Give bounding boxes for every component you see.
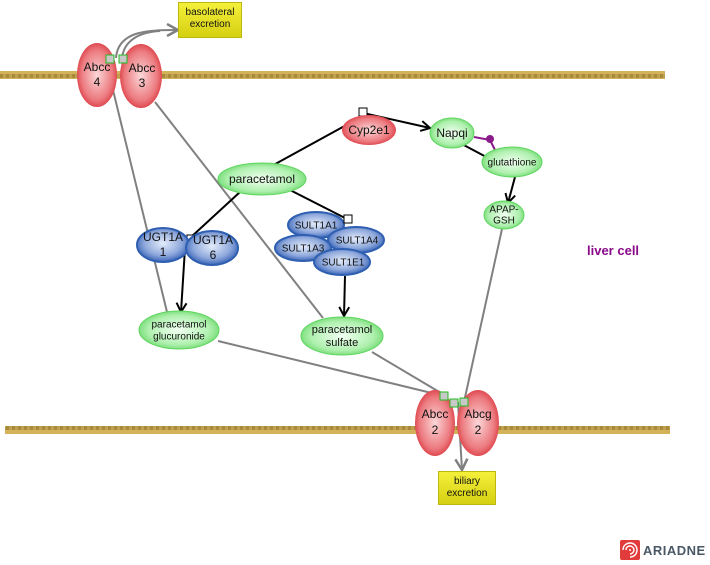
apap-gsh-label-1: APAP- xyxy=(489,205,518,216)
ariadne-logo-text: ARIADNE xyxy=(643,542,706,558)
reaction-node-cyp2e1[interactable] xyxy=(358,107,368,117)
sulfate-label-1: paracetamol xyxy=(312,324,373,336)
metabolite-napqi[interactable]: Napqi xyxy=(429,117,475,149)
edge-glutathione-apapgsh xyxy=(508,176,516,203)
edge-basolateral-excretion-2 xyxy=(121,30,161,59)
edge-ugt-glucuronide xyxy=(181,247,185,312)
glucuronide-label-2: glucuronide xyxy=(153,332,205,343)
transporter-abcc4[interactable]: Abcc 4 xyxy=(77,43,117,107)
enzyme-sult1e1[interactable]: SULT1E1 xyxy=(313,248,371,276)
sult1a1-label: SULT1A1 xyxy=(295,221,338,232)
edge-sult-sulfate xyxy=(344,275,345,316)
transport-node-abcc4[interactable] xyxy=(105,54,115,64)
enzyme-ugt1a1[interactable]: UGT1A 1 xyxy=(136,227,190,263)
basolateral-excretion-box[interactable]: basolateral excretion xyxy=(178,2,242,38)
ugt1a6-label-1: UGT1A xyxy=(193,233,233,247)
transport-node-abcg2[interactable] xyxy=(459,397,469,407)
enzyme-cyp2e1[interactable]: Cyp2e1 xyxy=(342,115,396,145)
abcg2-label-2: 2 xyxy=(475,423,482,437)
metabolite-glutathione[interactable]: glutathione xyxy=(481,146,543,178)
sult1a4-label: SULT1A4 xyxy=(336,236,379,247)
edge-glucuronide-abcc2 xyxy=(217,340,445,397)
abcc4-label-2: 4 xyxy=(94,75,101,89)
sult1a3-label: SULT1A3 xyxy=(282,244,325,255)
abcc3-label-2: 3 xyxy=(139,76,146,90)
transporter-abcc2[interactable]: Abcc 2 xyxy=(415,390,455,456)
paracetamol-label: paracetamol xyxy=(229,172,295,186)
membrane-top xyxy=(0,71,665,79)
edge-sulfate-abcc3 xyxy=(154,101,324,319)
abcc4-label-1: Abcc xyxy=(84,60,111,74)
metabolite-paracetamol-glucuronide[interactable]: paracetamol glucuronide xyxy=(138,310,220,350)
edge-paracetamol-ugt xyxy=(189,191,241,239)
biliary-excretion-label: biliary excretion xyxy=(446,476,488,499)
reaction-node-sult-top[interactable] xyxy=(343,214,353,224)
membrane-bottom xyxy=(5,426,670,434)
ugt1a1-label-1: UGT1A xyxy=(143,230,183,244)
basolateral-excretion-label: basolateral excretion xyxy=(185,7,235,30)
abcg2-label-1: Abcg xyxy=(464,407,491,421)
transporter-abcc3[interactable]: Abcc 3 xyxy=(120,44,162,108)
metabolite-paracetamol[interactable]: paracetamol xyxy=(217,162,307,196)
napqi-label: Napqi xyxy=(436,126,467,140)
cyp2e1-label: Cyp2e1 xyxy=(348,123,390,137)
edge-paracetamol-sult xyxy=(289,189,346,219)
edge-glucuronide-abcc4 xyxy=(112,89,168,313)
transport-node-abcc2-b[interactable] xyxy=(449,398,459,408)
abcc2-label-2: 2 xyxy=(432,423,439,437)
ariadne-maze-icon xyxy=(620,540,640,560)
biliary-excretion-box[interactable]: biliary excretion xyxy=(438,471,496,505)
ugt1a1-label-2: 1 xyxy=(160,245,167,259)
sulfate-label-2: sulfate xyxy=(326,337,358,349)
enzyme-ugt1a6[interactable]: UGT1A 6 xyxy=(185,230,239,266)
abcc3-label-1: Abcc xyxy=(129,61,156,75)
transport-node-abcc2-a[interactable] xyxy=(439,391,449,401)
metabolite-apap-gsh[interactable]: APAP- GSH xyxy=(483,200,525,230)
compartment-label: liver cell xyxy=(587,243,640,258)
apap-gsh-label-2: GSH xyxy=(493,216,515,227)
edge-basolateral-excretion xyxy=(115,30,178,59)
edge-paracetamol-cyp2e1 xyxy=(267,122,351,169)
metabolite-paracetamol-sulfate[interactable]: paracetamol sulfate xyxy=(300,316,384,356)
ugt1a6-label-2: 6 xyxy=(210,248,217,262)
transport-node-abcc3[interactable] xyxy=(118,54,128,64)
ariadne-logo: ARIADNE xyxy=(620,540,706,560)
edge-apapgsh-abcg2 xyxy=(463,228,503,403)
abcc2-label-1: Abcc xyxy=(422,407,449,421)
sult1e1-label: SULT1E1 xyxy=(322,258,365,269)
inhibition-edge xyxy=(473,135,497,153)
glucuronide-label-1: paracetamol xyxy=(151,320,206,331)
enzyme-sult1a3[interactable]: SULT1A3 xyxy=(274,234,332,262)
glutathione-label: glutathione xyxy=(488,158,537,169)
edge-sulfate-abcc2 xyxy=(371,351,447,397)
